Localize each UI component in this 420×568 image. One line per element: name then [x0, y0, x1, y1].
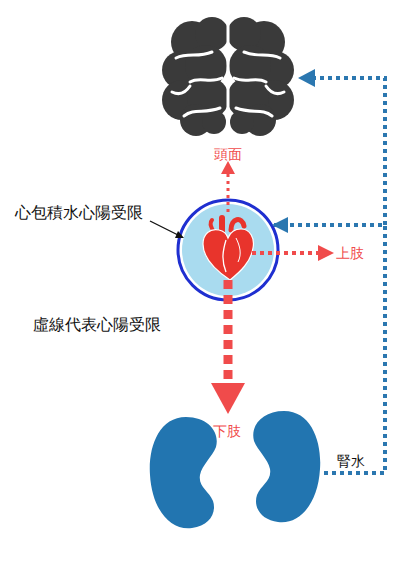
kidney-to-brain-line [298, 69, 385, 225]
region-label: 上肢 [336, 246, 364, 260]
right-kidney [253, 411, 320, 522]
brain-folds [172, 18, 284, 136]
heart-symbol [203, 218, 253, 280]
region-label: 頭面 [214, 147, 242, 161]
left-kidney [150, 417, 217, 528]
note-text: 虛線代表心陽受限 [33, 317, 161, 333]
arrow-to-head [221, 161, 235, 212]
callout-leader [150, 221, 184, 238]
kidney-water-connector [274, 225, 385, 473]
brain-illustration [162, 17, 294, 136]
node-label: 心包積水心陽受限 [15, 205, 143, 221]
region-label: 下肢 [213, 424, 241, 438]
arrow-to-lower-limb [211, 280, 245, 414]
arrow-to-upper-limb [252, 245, 334, 261]
node-label: 腎水 [337, 454, 365, 468]
